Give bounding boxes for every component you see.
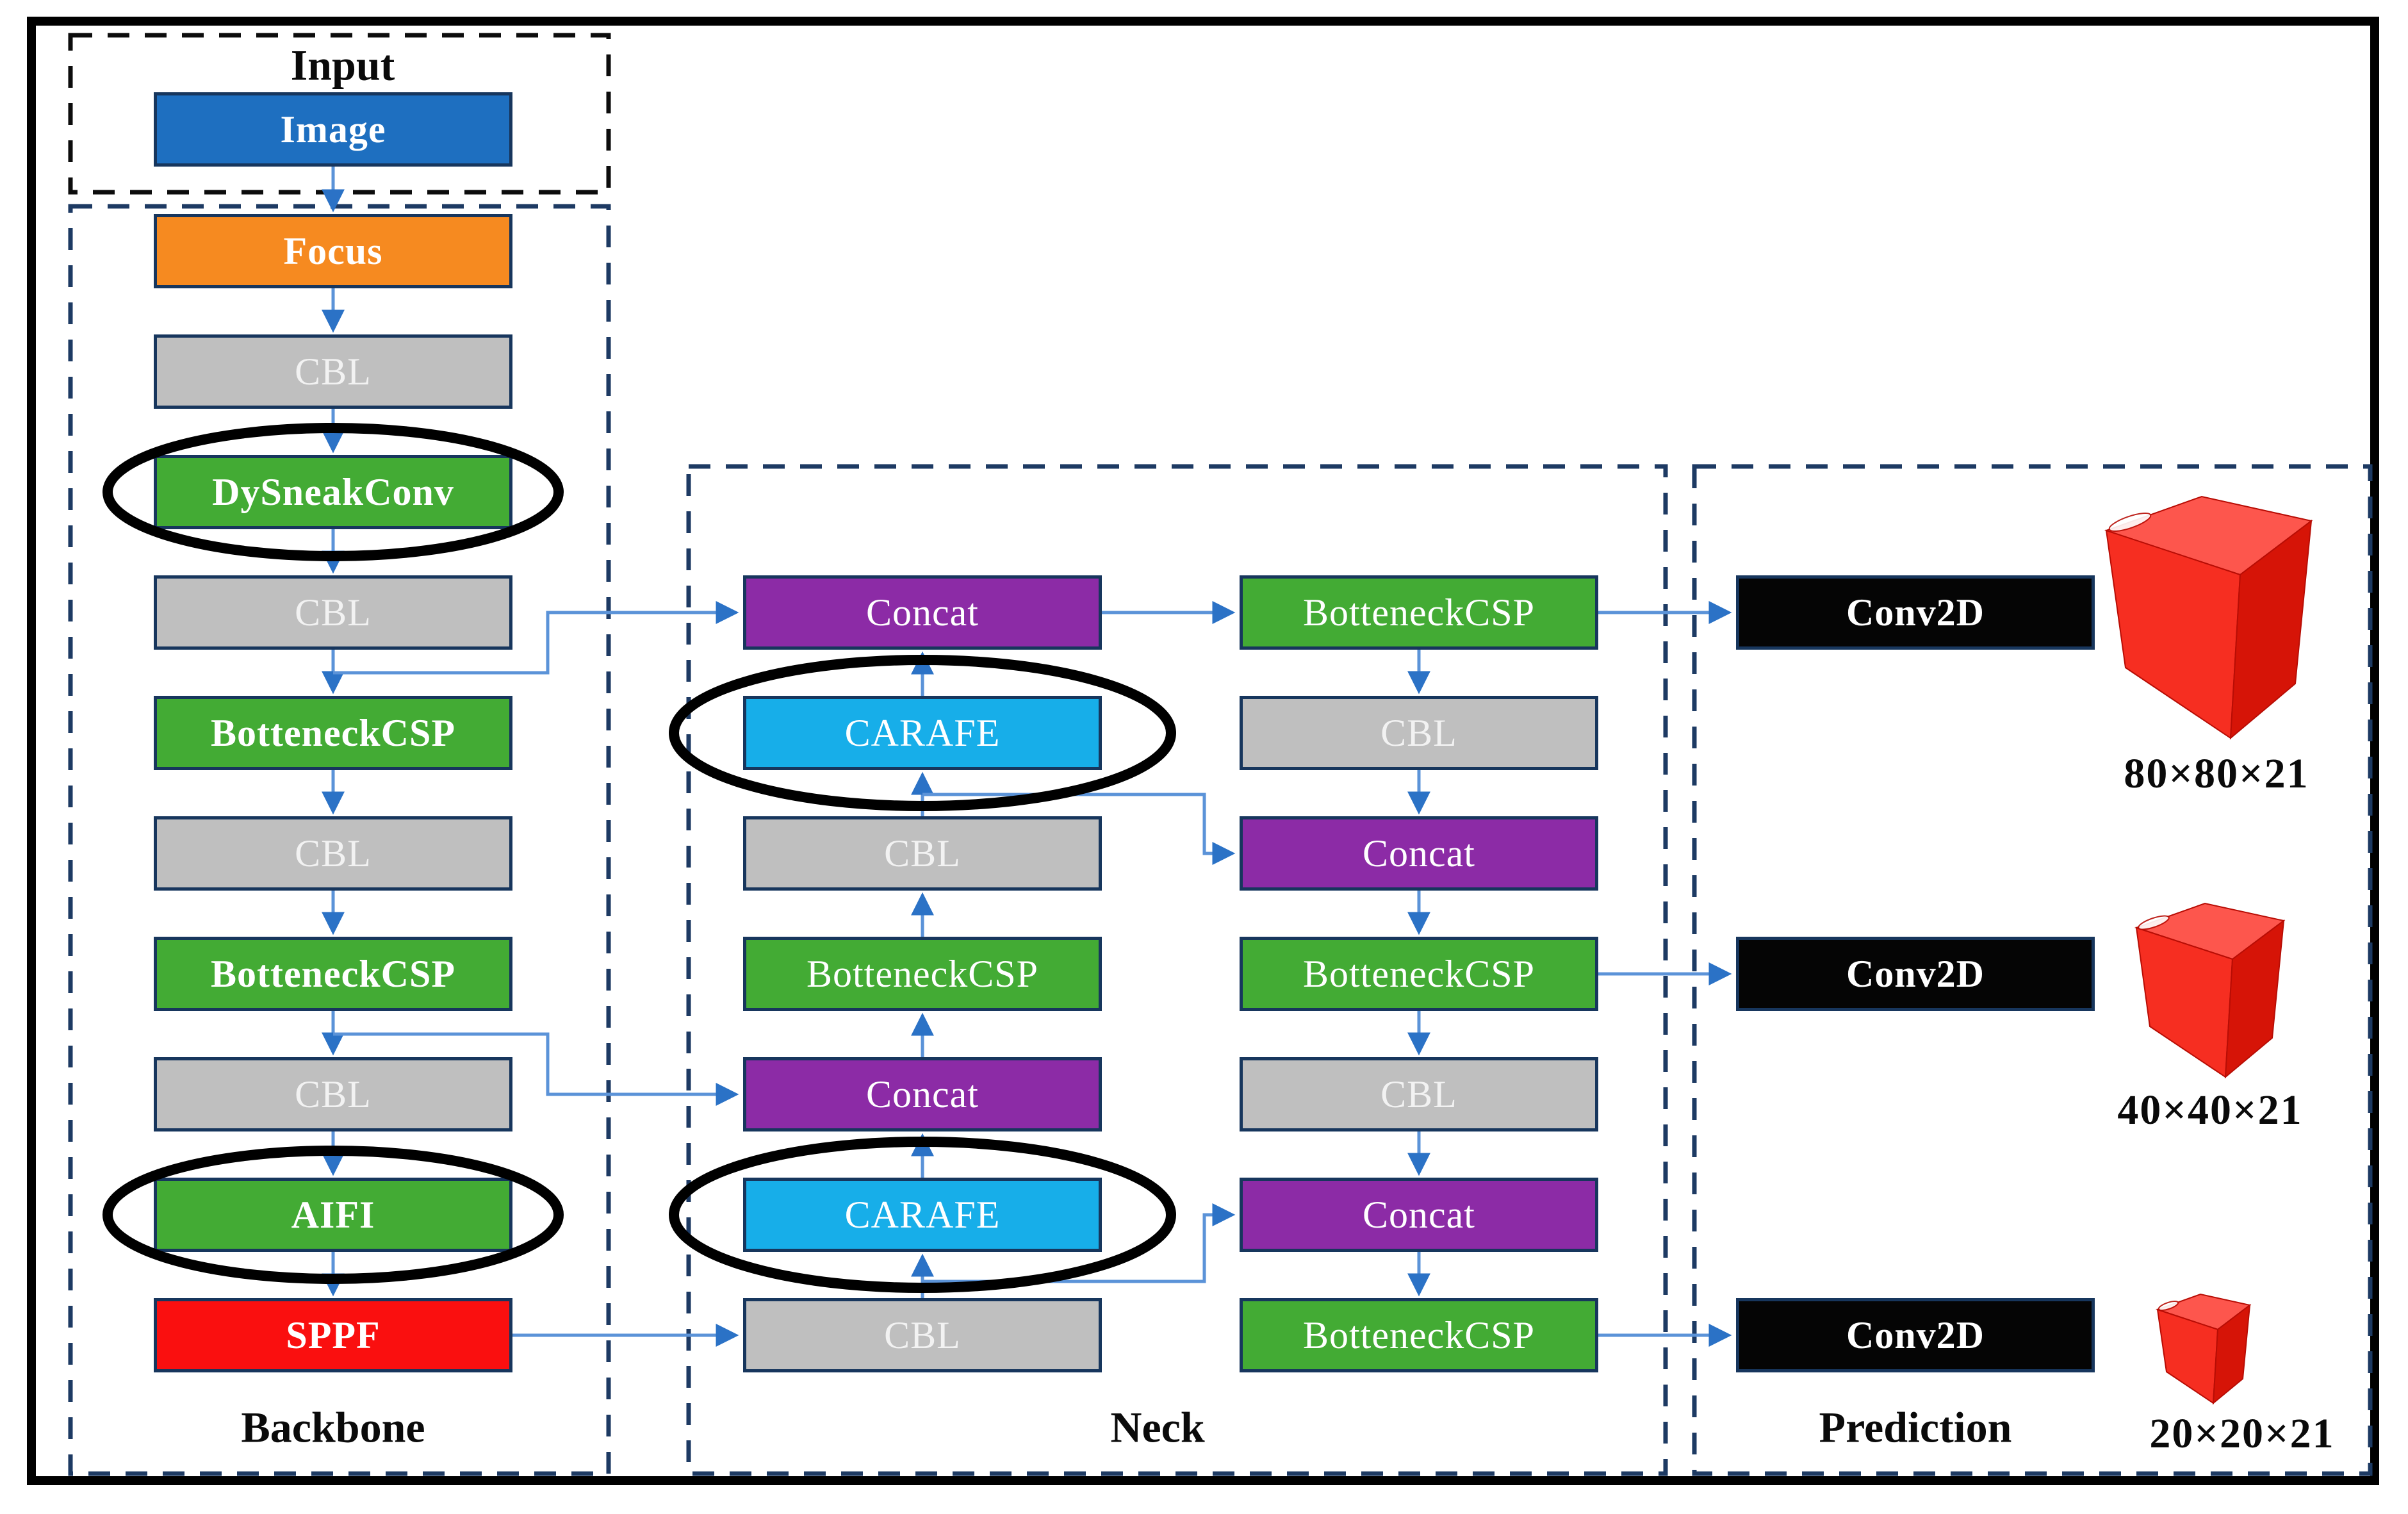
node-backbone-cbl-1: CBL — [154, 334, 512, 409]
node-neck-concat-down-1: Concat — [1240, 816, 1598, 891]
node-backbone-cbl-4: CBL — [154, 1057, 512, 1131]
backbone-section-title: Backbone — [241, 1403, 425, 1452]
output-size-20: 20×20×21 — [2149, 1410, 2335, 1457]
node-dysneakconv: DySneakConv — [154, 455, 512, 529]
node-conv2d-20: Conv2D — [1736, 1298, 2095, 1372]
node-conv2d-40: Conv2D — [1736, 937, 2095, 1011]
node-neck-csp-p3: BotteneckCSP — [1240, 575, 1598, 650]
node-neck-cbl-down-2: CBL — [1240, 1057, 1598, 1131]
node-sppf: SPPF — [154, 1298, 512, 1372]
node-neck-cbl-down-1: CBL — [1240, 696, 1598, 770]
output-size-40: 40×40×21 — [2117, 1087, 2303, 1133]
feature-map-cube-40 — [2134, 902, 2286, 1079]
node-neck-cbl-upper: CBL — [743, 816, 1102, 891]
skip-p4-to-concat — [333, 1032, 739, 1106]
node-carafe-lower: CARAFE — [743, 1178, 1102, 1252]
node-neck-csp-up: BotteneckCSP — [743, 937, 1102, 1011]
node-aifi: AIFI — [154, 1178, 512, 1252]
node-backbone-csp-2: BotteneckCSP — [154, 937, 512, 1011]
node-backbone-cbl-2: CBL — [154, 575, 512, 650]
prediction-region-border — [1692, 464, 2373, 1476]
node-backbone-csp-1: BotteneckCSP — [154, 696, 512, 770]
feature-map-cube-20 — [2155, 1293, 2252, 1405]
node-neck-concat-top: Concat — [743, 575, 1102, 650]
node-neck-concat-mid: Concat — [743, 1057, 1102, 1131]
diagram-outer-border — [27, 17, 2379, 1485]
node-carafe-upper: CARAFE — [743, 696, 1102, 770]
node-conv2d-80: Conv2D — [1736, 575, 2095, 650]
input-section-title: Input — [290, 40, 395, 90]
neck-region-border — [686, 464, 1668, 1476]
neck-section-title: Neck — [1110, 1403, 1205, 1452]
node-neck-csp-p4: BotteneckCSP — [1240, 937, 1598, 1011]
prediction-section-title: Prediction — [1819, 1403, 2012, 1452]
node-neck-csp-p5: BotteneckCSP — [1240, 1298, 1598, 1372]
node-neck-concat-down-2: Concat — [1240, 1178, 1598, 1252]
node-backbone-cbl-3: CBL — [154, 816, 512, 891]
output-size-80: 80×80×21 — [2124, 750, 2309, 797]
feature-map-cube-80 — [2104, 495, 2313, 740]
node-image: Image — [154, 92, 512, 167]
input-region-border — [68, 33, 611, 195]
node-focus: Focus — [154, 214, 512, 288]
skip-p3-to-concat — [333, 601, 739, 675]
node-neck-cbl-lower: CBL — [743, 1298, 1102, 1372]
